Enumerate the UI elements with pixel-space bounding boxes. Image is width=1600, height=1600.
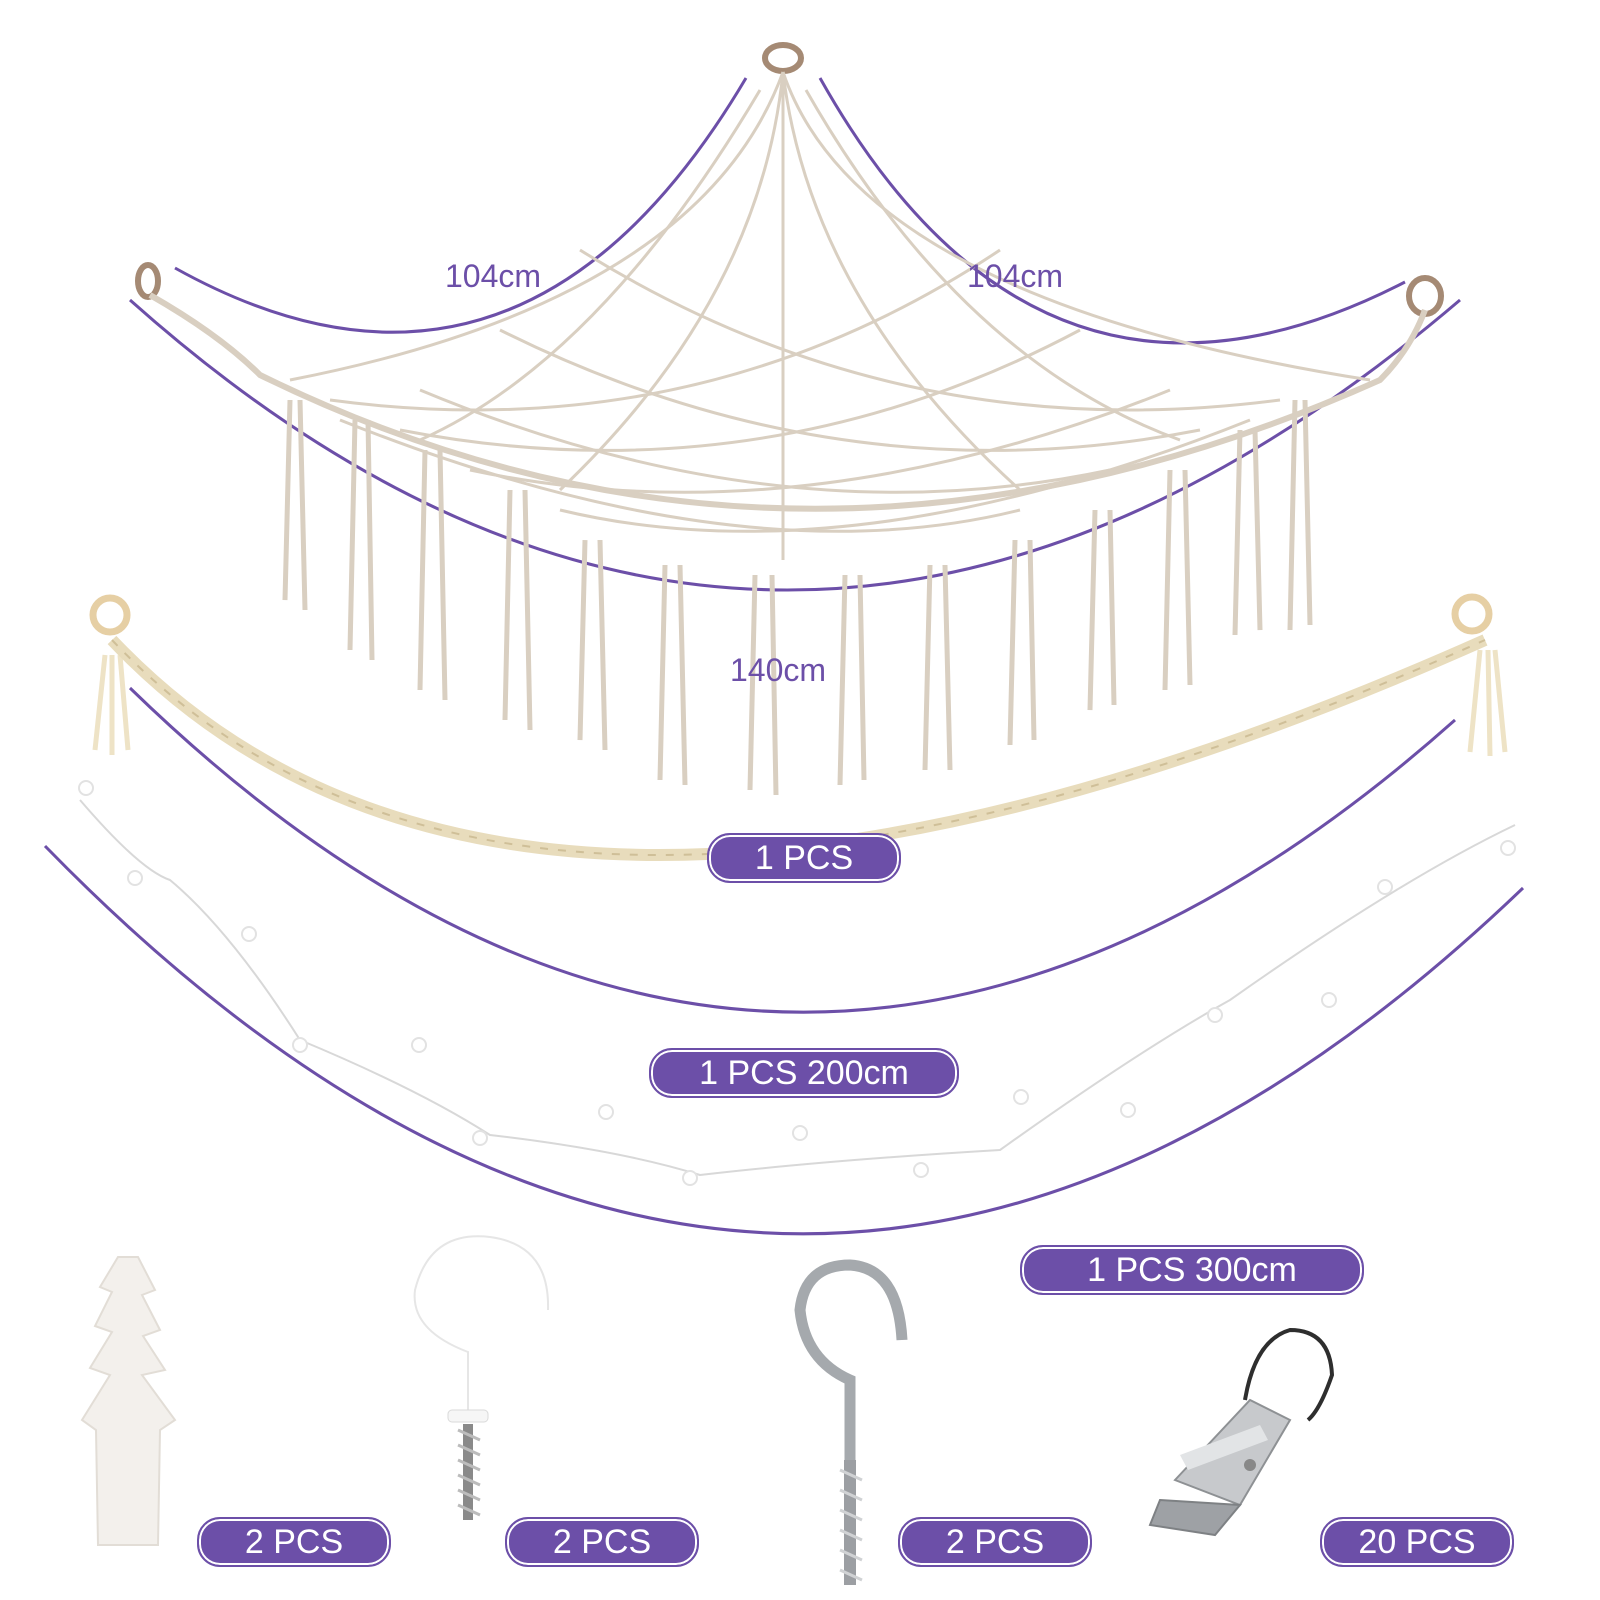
badge-lights: 1 PCS 300cm bbox=[1020, 1245, 1364, 1295]
badge-screw-hooks: 2 PCS bbox=[898, 1517, 1092, 1567]
net-left-loop bbox=[135, 262, 161, 300]
arc-right-104 bbox=[818, 77, 1406, 345]
label-right-side: 104cm bbox=[967, 258, 1064, 294]
badge-anchors: 2 PCS bbox=[197, 1517, 391, 1567]
arc-left-104 bbox=[174, 77, 748, 334]
braided-rope bbox=[89, 593, 1508, 861]
badge-clips: 20 PCS bbox=[1320, 1517, 1514, 1567]
arc-rope bbox=[128, 686, 1456, 1014]
badge-white-hooks: 2 PCS bbox=[505, 1517, 699, 1567]
badge-net: 1 PCS bbox=[707, 833, 901, 883]
hanging-clip-icon bbox=[1148, 1327, 1335, 1537]
dimension-arcs bbox=[43, 77, 1525, 1236]
arc-lights bbox=[43, 844, 1525, 1236]
net-fringe bbox=[282, 399, 1313, 796]
steel-screw-hook-icon bbox=[794, 1259, 908, 1585]
net-right-loop bbox=[1406, 275, 1444, 317]
net-top-loop bbox=[762, 42, 804, 74]
rope-left-ring bbox=[89, 594, 131, 636]
arc-width-140 bbox=[129, 298, 1461, 592]
macrame-net bbox=[135, 42, 1444, 560]
label-left-side: 104cm bbox=[445, 258, 542, 294]
label-width: 140cm bbox=[730, 652, 827, 688]
string-lights bbox=[78, 780, 1516, 1186]
white-cup-hook-icon bbox=[403, 1225, 560, 1520]
wall-anchor-icon bbox=[80, 1256, 177, 1546]
rope-right-ring bbox=[1451, 593, 1493, 635]
badge-rope: 1 PCS 200cm bbox=[649, 1048, 959, 1098]
